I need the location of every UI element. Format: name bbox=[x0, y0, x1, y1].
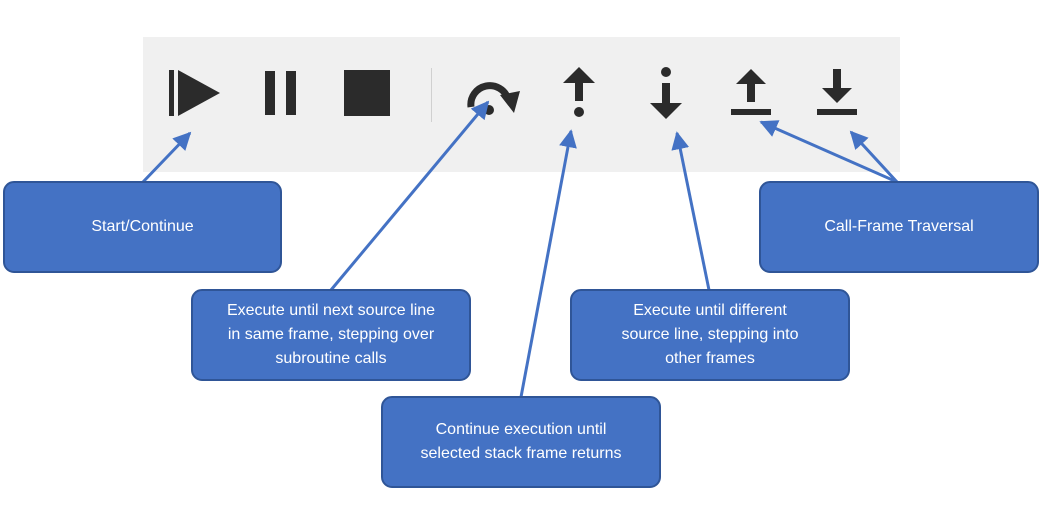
start-continue-icon[interactable] bbox=[168, 69, 222, 117]
step-into-icon[interactable] bbox=[646, 67, 686, 119]
callout-step-over: Execute until next source line in same f… bbox=[191, 289, 471, 381]
debug-toolbar bbox=[143, 37, 900, 172]
callout-step-into: Execute until different source line, ste… bbox=[570, 289, 850, 381]
callout-call-frame-traversal: Call-Frame Traversal bbox=[759, 181, 1039, 273]
callout-start-continue: Start/Continue bbox=[3, 181, 282, 273]
step-out-icon[interactable] bbox=[559, 67, 599, 119]
toolbar-divider bbox=[431, 68, 432, 122]
stop-icon[interactable] bbox=[344, 70, 390, 116]
pause-icon[interactable] bbox=[264, 71, 298, 115]
frame-up-icon[interactable] bbox=[730, 69, 772, 117]
frame-down-icon[interactable] bbox=[816, 69, 858, 117]
callout-step-out: Continue execution until selected stack … bbox=[381, 396, 661, 488]
step-over-icon[interactable] bbox=[464, 77, 522, 117]
